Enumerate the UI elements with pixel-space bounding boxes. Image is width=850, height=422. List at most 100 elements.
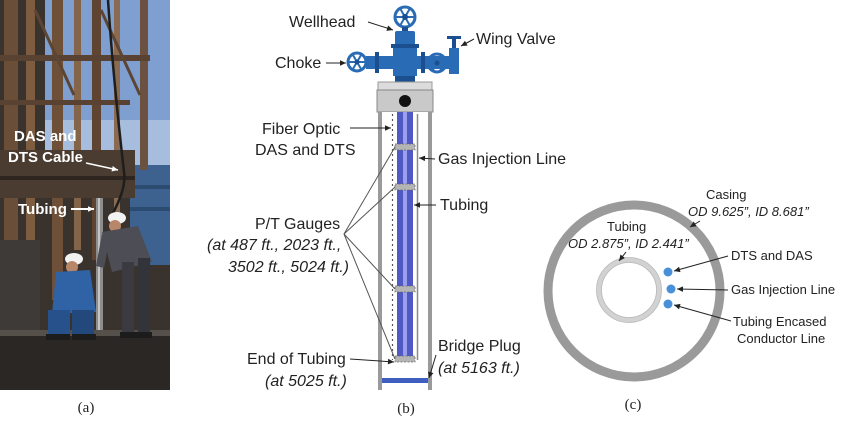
- wing-flange: [421, 52, 425, 73]
- handwheel-hub: [434, 60, 440, 66]
- dts-das-arrow-head: [674, 266, 681, 273]
- label-xs-tubing: Tubing: [607, 219, 646, 234]
- conductor-line-dot: [663, 299, 673, 309]
- xs-gas-injection-arrow: [676, 288, 729, 291]
- choke-arrow-head: [340, 60, 346, 66]
- worker-leg: [72, 310, 94, 336]
- derrick-pole: [92, 0, 101, 260]
- wing-handwheel-icon: [426, 52, 448, 74]
- derrick-pole: [74, 0, 81, 250]
- fiber-optic-arrow-head: [385, 125, 391, 131]
- gauge-leader-line: [343, 233, 396, 360]
- handwheel-hub: [402, 14, 408, 20]
- label-wellhead: Wellhead: [289, 14, 355, 31]
- valve-flange: [391, 44, 419, 48]
- label-bridge-plug-depth: (at 5163 ft.): [438, 360, 520, 377]
- tubing-arrow-head: [414, 202, 420, 208]
- label-conductor-line-1: Tubing Encased: [733, 314, 826, 329]
- photo-building-stripe: [130, 185, 170, 189]
- wellhead-handwheel-icon: [393, 5, 417, 29]
- das-dts-cable: [106, 0, 126, 216]
- label-gauge-depths-1: (at 487 ft., 2023 ft.,: [207, 237, 341, 254]
- handwheel-hub: [354, 59, 360, 65]
- derrick-pole: [140, 0, 148, 170]
- choke-flange: [375, 52, 379, 73]
- label-das-dts: DAS and DTS: [255, 142, 355, 159]
- photo-tubing-arrow-head: [88, 206, 94, 212]
- label-bridge-plug: Bridge Plug: [438, 338, 521, 355]
- worker-leg: [122, 262, 134, 334]
- derrick-brace: [33, 9, 76, 96]
- photo-cable-label-line2: DTS Cable: [8, 149, 83, 166]
- rig-deck: [0, 150, 135, 198]
- tubing-outer-edge: [596, 257, 662, 323]
- rig-deck-rail: [0, 176, 135, 180]
- actuator-handle: [447, 36, 461, 39]
- gas-injection-line-dot: [666, 284, 676, 294]
- panel-c: Casing OD 9.625”, ID 8.681” Tubing OD 2.…: [543, 187, 835, 413]
- tubing-hanger-port: [399, 95, 411, 107]
- panel-b-caption: (b): [397, 401, 415, 417]
- pt-gauge: [394, 183, 416, 191]
- master-valve-body: [395, 31, 415, 45]
- tubing-highlight: [403, 112, 407, 362]
- worker-arm: [96, 234, 110, 268]
- xs-gas-injection-arrow-head: [677, 286, 684, 292]
- label-casing-dims: OD 9.625”, ID 8.681”: [688, 204, 809, 219]
- rig-photo: [0, 0, 170, 390]
- actuator-body: [449, 48, 459, 74]
- worker-boot: [120, 332, 136, 338]
- gas-injection-arrow-head: [419, 155, 426, 162]
- tubing-head-adapter: [395, 76, 415, 82]
- casing-wall-right: [428, 112, 432, 390]
- label-dts-das: DTS and DAS: [731, 248, 813, 263]
- label-casing: Casing: [706, 187, 746, 202]
- end-of-tubing-arrow: [349, 358, 395, 363]
- worker-boot: [136, 332, 152, 338]
- conductor-line-arrow: [673, 304, 732, 322]
- label-conductor-line-2: Conductor Line: [737, 331, 825, 346]
- worker-leg: [138, 258, 150, 334]
- panel-a: DAS and DTS Cable Tubing (a): [0, 0, 170, 416]
- label-xs-gas-injection: Gas Injection Line: [731, 282, 835, 297]
- tubing-inner-edge: [601, 262, 657, 318]
- label-gauge-depths-2: 3502 ft., 5024 ft.): [228, 259, 349, 276]
- tubing-hanger-flange: [377, 81, 433, 91]
- label-xs-tubing-dims: OD 2.875”, ID 2.441”: [568, 236, 689, 251]
- actuator-stem: [452, 38, 456, 48]
- photo-building-stripe: [130, 207, 170, 211]
- panel-a-caption: (a): [78, 400, 95, 416]
- label-choke: Choke: [275, 55, 321, 72]
- gauge-leader-line: [343, 233, 396, 290]
- wellbore: [378, 112, 432, 390]
- wellhead-cross: [393, 48, 417, 76]
- xs-tubing-arrow-head: [619, 254, 625, 261]
- label-fiber-optic: Fiber Optic: [262, 121, 340, 138]
- photo-cable-arrow-head: [111, 165, 118, 172]
- worker-head: [109, 220, 121, 232]
- wellhead-tree: [346, 5, 461, 113]
- conductor-line-arrow-head: [674, 303, 681, 310]
- photo-tubing-label: Tubing: [18, 201, 67, 218]
- bridge-plug: [382, 378, 428, 383]
- label-end-of-tubing-depth: (at 5025 ft.): [265, 373, 347, 390]
- casing-arrow-head: [690, 221, 697, 227]
- worker-torso: [52, 270, 96, 314]
- derrick-beam: [0, 100, 130, 105]
- choke-arm: [366, 56, 393, 69]
- worker-leg: [48, 310, 70, 336]
- derrick-pole: [114, 0, 120, 240]
- casing-wall-left: [378, 112, 382, 390]
- label-wing-valve: Wing Valve: [476, 31, 556, 48]
- label-tubing: Tubing: [440, 197, 488, 214]
- gauge-leader-line: [343, 146, 396, 235]
- wing-valve-arrow-head: [461, 40, 468, 46]
- valve-stem: [402, 27, 408, 32]
- panel-c-caption: (c): [625, 397, 642, 413]
- pt-gauge: [394, 143, 416, 151]
- worker-head: [66, 261, 78, 273]
- end-of-tubing-arrow-head: [387, 358, 394, 365]
- worker-boot: [46, 334, 70, 340]
- casing-cross-section: [543, 200, 725, 382]
